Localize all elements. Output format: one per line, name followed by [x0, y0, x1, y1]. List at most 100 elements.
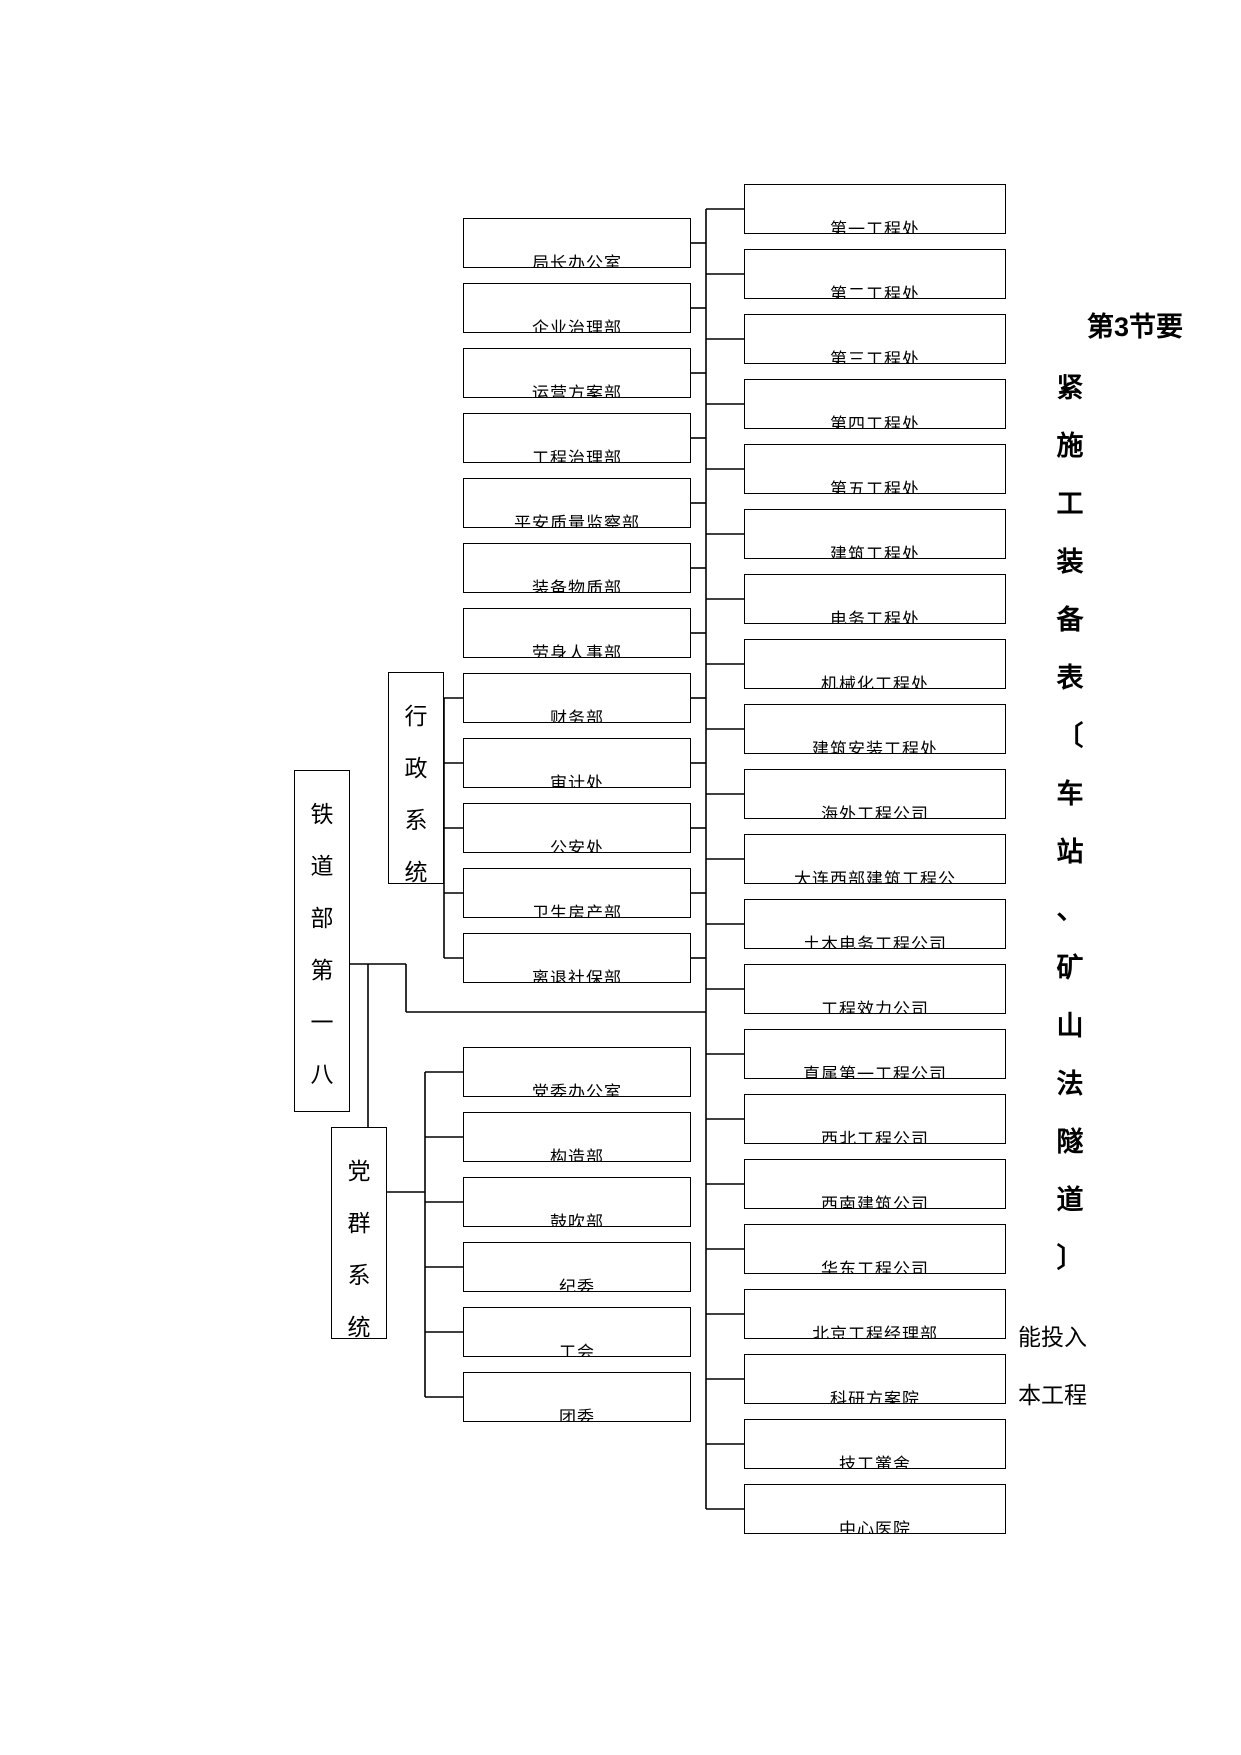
- party-dept-box: 团委: [463, 1372, 691, 1422]
- section-title: 第3节要: [1087, 312, 1184, 342]
- box-label: 运营方案部: [532, 384, 622, 398]
- box-char: 党: [347, 1159, 371, 1185]
- vertical-title-char: 备: [1056, 605, 1084, 636]
- box-label: 工程效力公司: [821, 1000, 929, 1014]
- box-label: 华东工程公司: [821, 1260, 929, 1274]
- box-label: 公安处: [550, 839, 604, 853]
- box-label: 电务工程处: [830, 610, 920, 624]
- box-label: 西南建筑公司: [821, 1195, 929, 1209]
- vertical-title-char: 施: [1056, 431, 1084, 462]
- party-group-box: 党群系统: [331, 1127, 387, 1339]
- box-label: 大连西部建筑工程公: [794, 870, 956, 884]
- subsidiary-box: 西北工程公司: [744, 1094, 1006, 1144]
- box-label: 离退社保部: [532, 969, 622, 983]
- subsidiary-box: 技工黉舍: [744, 1419, 1006, 1469]
- vertical-title-char: 工: [1056, 489, 1084, 520]
- box-label: 纪委: [559, 1278, 595, 1292]
- subsidiary-box: 电务工程处: [744, 574, 1006, 624]
- vertical-title: 紧施工装备表〔车站、矿山法隧道〕: [1040, 360, 1100, 1288]
- admin-dept-box: 运营方案部: [463, 348, 691, 398]
- vertical-title-char: 法: [1056, 1069, 1084, 1100]
- box-char: 道: [310, 854, 334, 880]
- box-label: 机械化工程处: [821, 675, 929, 689]
- vertical-title-char: 表: [1056, 663, 1084, 694]
- admin-dept-box: 卫生房产部: [463, 868, 691, 918]
- subsidiary-box: 第二工程处: [744, 249, 1006, 299]
- subsidiary-box: 大连西部建筑工程公: [744, 834, 1006, 884]
- box-label: 第一工程处: [830, 220, 920, 234]
- admin-dept-box: 离退社保部: [463, 933, 691, 983]
- box-label: 海外工程公司: [821, 805, 929, 819]
- vertical-title-char: 〕: [1056, 1243, 1084, 1274]
- vertical-title-char: 紧: [1056, 373, 1084, 404]
- box-char: 政: [404, 756, 428, 782]
- subsidiary-box: 西南建筑公司: [744, 1159, 1006, 1209]
- box-char: 系: [404, 808, 428, 834]
- box-char: 统: [404, 860, 428, 884]
- box-label: 审计处: [550, 774, 604, 788]
- admin-dept-box: 企业治理部: [463, 283, 691, 333]
- box-label: 中心医院: [839, 1520, 911, 1534]
- subsidiary-box: 直属第一工程公司: [744, 1029, 1006, 1079]
- vertical-title-char: 、: [1056, 895, 1084, 926]
- box-label: 劳身人事部: [532, 644, 622, 658]
- box-char: 一: [310, 1010, 334, 1036]
- vertical-title-char: 矿: [1056, 953, 1084, 984]
- vertical-title-char: 山: [1056, 1011, 1084, 1042]
- subsidiary-box: 工程效力公司: [744, 964, 1006, 1014]
- box-label: 团委: [559, 1408, 595, 1422]
- subsidiary-box: 北京工程经理部: [744, 1289, 1006, 1339]
- party-dept-box: 纪委: [463, 1242, 691, 1292]
- admin-dept-box: 装备物质部: [463, 543, 691, 593]
- box-label: 第三工程处: [830, 350, 920, 364]
- admin-dept-box: 局长办公室: [463, 218, 691, 268]
- box-label: 财务部: [550, 709, 604, 723]
- box-label: 直属第一工程公司: [803, 1065, 947, 1079]
- subsidiary-box: 建筑工程处: [744, 509, 1006, 559]
- box-label: 建筑工程处: [830, 545, 920, 559]
- box-label: 科研方案院: [830, 1390, 920, 1404]
- box-label: 工会: [559, 1343, 595, 1357]
- box-char: 部: [310, 906, 334, 932]
- box-label: 第二工程处: [830, 285, 920, 299]
- box-label: 技工黉舍: [839, 1455, 911, 1469]
- party-dept-box: 党委办公室: [463, 1047, 691, 1097]
- subsidiary-box: 华东工程公司: [744, 1224, 1006, 1274]
- party-dept-box: 鼓吹部: [463, 1177, 691, 1227]
- subsidiary-box: 机械化工程处: [744, 639, 1006, 689]
- box-label: 局长办公室: [532, 254, 622, 268]
- box-char: 铁: [310, 802, 334, 828]
- box-char: 群: [347, 1211, 371, 1237]
- box-label: 构造部: [550, 1148, 604, 1162]
- box-label: 北京工程经理部: [812, 1325, 938, 1339]
- box-label: 党委办公室: [532, 1083, 622, 1097]
- box-label: 鼓吹部: [550, 1213, 604, 1227]
- box-char: 系: [347, 1263, 371, 1289]
- box-char: 第: [310, 958, 334, 984]
- box-label: 第四工程处: [830, 415, 920, 429]
- subsidiary-box: 海外工程公司: [744, 769, 1006, 819]
- box-char: 行: [404, 704, 428, 730]
- vertical-title-char: 车: [1056, 779, 1084, 810]
- box-label: 建筑安装工程处: [812, 740, 938, 754]
- subsidiary-box: 中心医院: [744, 1484, 1006, 1534]
- admin-dept-box: 审计处: [463, 738, 691, 788]
- box-label: 土木电务工程公司: [803, 935, 947, 949]
- box-label: 西北工程公司: [821, 1130, 929, 1144]
- box-char: 八: [310, 1062, 334, 1088]
- admin-dept-box: 平安质量监察部: [463, 478, 691, 528]
- box-label: 企业治理部: [532, 319, 622, 333]
- side-note-1: 能投入: [1018, 1325, 1087, 1351]
- vertical-title-char: 道: [1056, 1185, 1084, 1216]
- admin-dept-box: 财务部: [463, 673, 691, 723]
- root-box: 铁道部第一八: [294, 770, 350, 1112]
- subsidiary-box: 第五工程处: [744, 444, 1006, 494]
- vertical-title-char: 〔: [1056, 721, 1084, 752]
- subsidiary-box: 第四工程处: [744, 379, 1006, 429]
- party-dept-box: 工会: [463, 1307, 691, 1357]
- vertical-title-char: 装: [1056, 547, 1084, 578]
- box-label: 卫生房产部: [532, 904, 622, 918]
- party-dept-box: 构造部: [463, 1112, 691, 1162]
- admin-group-box: 行政系统: [388, 672, 444, 884]
